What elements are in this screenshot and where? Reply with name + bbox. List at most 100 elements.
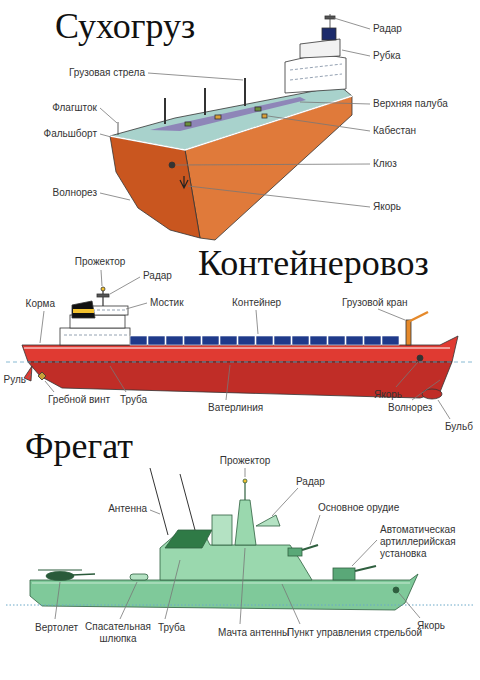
part-label: Автоматическая артиллерийская установка	[380, 524, 475, 560]
part-label: Волнорез	[388, 402, 432, 414]
leader-line	[148, 73, 243, 80]
part-label: Бульб	[445, 421, 473, 433]
container	[148, 336, 165, 345]
leader-line	[256, 310, 258, 334]
searchlight	[101, 287, 105, 291]
leader-line	[100, 108, 117, 123]
windows	[290, 64, 342, 70]
antenna	[180, 474, 195, 530]
leader-line	[240, 548, 245, 624]
propeller	[38, 372, 46, 380]
deck-cargo	[215, 115, 221, 119]
superstructure	[285, 54, 346, 93]
leader-line	[272, 488, 298, 516]
part-label: Пункт управления стрельбой	[287, 627, 422, 639]
leader-line	[352, 540, 377, 566]
part-label: Основное орудие	[318, 502, 399, 514]
leader-line	[40, 311, 44, 343]
deck-line	[32, 583, 410, 584]
leader-lines	[28, 270, 450, 419]
deck-walkway	[150, 97, 306, 131]
cargo-boom	[164, 98, 166, 124]
helicopter	[46, 572, 74, 581]
part-label: Радар	[373, 23, 402, 35]
part-label: Клюз	[373, 158, 397, 170]
tail	[72, 574, 95, 575]
leader-line	[188, 186, 370, 207]
cargo-boom	[204, 88, 206, 115]
upper-deck	[110, 86, 352, 150]
part-label: Прожектор	[210, 455, 280, 467]
funnel	[72, 301, 95, 318]
part-label: Мостик	[150, 297, 184, 309]
cargo-crane	[406, 320, 411, 345]
crane-jib	[408, 312, 428, 322]
ship-heading: Контейнеровоз	[198, 243, 429, 283]
radar	[97, 294, 109, 297]
part-label: Гребной винт	[48, 394, 110, 406]
part-label: Руль	[4, 374, 27, 386]
containers	[130, 336, 399, 345]
leader-line	[396, 362, 418, 387]
leader-line	[120, 582, 137, 619]
hawse	[169, 162, 175, 168]
part-label: Волнорез	[53, 187, 97, 199]
anchor	[393, 587, 399, 593]
part-label: Грузовой кран	[342, 297, 407, 309]
container	[184, 336, 201, 345]
container	[220, 336, 237, 345]
container	[202, 336, 219, 345]
funnel	[322, 28, 336, 40]
leader-line	[226, 365, 230, 400]
part-label: Контейнер	[232, 297, 281, 309]
windows	[64, 335, 128, 336]
container	[382, 336, 399, 345]
antenna-mast	[235, 500, 256, 545]
container	[364, 336, 381, 345]
ship-heading: Фрегат	[25, 426, 133, 466]
leader-line	[176, 164, 370, 165]
leader-line	[282, 584, 300, 624]
part-label: Рубка	[373, 50, 401, 62]
leader-line	[378, 309, 405, 320]
main-gun	[288, 548, 302, 556]
leader-line	[300, 102, 370, 104]
rotor	[38, 569, 82, 570]
wheelhouse	[300, 39, 340, 58]
leader-line	[55, 582, 60, 619]
superstructure	[60, 328, 130, 345]
container	[166, 336, 183, 345]
leader-line	[100, 193, 130, 200]
lifeboat	[130, 574, 148, 580]
leader-line	[110, 366, 126, 392]
part-label: Труба	[158, 622, 185, 634]
part-label: Фальшборт	[44, 128, 97, 140]
part-label: Верхняя палуба	[373, 98, 448, 110]
part-label: Грузовая стрела	[69, 67, 145, 79]
leader-line	[438, 400, 450, 419]
radar	[325, 16, 335, 19]
radar	[256, 515, 280, 526]
part-label: Флагшток	[52, 102, 97, 114]
deck-cargo	[255, 107, 261, 111]
container	[130, 336, 147, 345]
container	[274, 336, 291, 345]
leader-line	[28, 374, 31, 378]
fire-control	[212, 515, 232, 545]
antenna	[150, 468, 168, 535]
container	[310, 336, 327, 345]
leader-line	[101, 270, 102, 286]
part-label: Мачта антенны	[218, 627, 289, 639]
windows	[290, 74, 342, 80]
leader-line	[126, 303, 147, 309]
ship-heading: Сухогруз	[55, 6, 195, 46]
windows	[92, 310, 126, 311]
bow-front	[110, 136, 200, 238]
anchor	[417, 355, 423, 361]
leader-line	[268, 116, 370, 131]
searchlight	[243, 479, 247, 483]
leader-line	[245, 468, 246, 477]
part-label: Антенна	[108, 503, 147, 515]
leader-line	[165, 560, 180, 619]
